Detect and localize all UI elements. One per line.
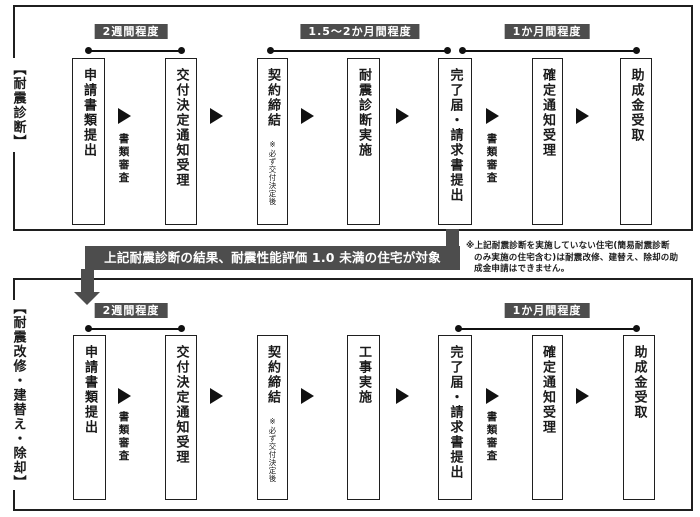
flow-arrow-icon bbox=[576, 108, 589, 124]
timeline-dot bbox=[85, 47, 92, 54]
timeline-dot bbox=[633, 325, 640, 332]
timeline-dot bbox=[444, 47, 451, 54]
step-label: 契約締結 ※必ず交付決定後 bbox=[265, 345, 280, 483]
flow-arrow-icon bbox=[486, 388, 499, 404]
step-label: 申請書類提出 bbox=[81, 68, 96, 158]
step-label: 耐震診断実施 bbox=[356, 68, 371, 158]
contract-note: ※必ず交付決定後 bbox=[268, 140, 277, 206]
flow-arrow-icon bbox=[486, 108, 499, 124]
diagnosis-review-label-2: 書類審査 bbox=[485, 133, 498, 185]
step-label: 確定通知受理 bbox=[540, 345, 555, 435]
retrofit-duration-2: 1か月間程度 bbox=[504, 303, 590, 318]
flow-arrow-icon bbox=[396, 388, 409, 404]
flow-arrow-icon bbox=[396, 108, 409, 124]
step-label: 交付決定通知受理 bbox=[173, 345, 189, 465]
flow-arrow-icon bbox=[576, 388, 589, 404]
timeline-dot bbox=[85, 325, 92, 332]
retrofit-step-contract: 契約締結 ※必ず交付決定後 bbox=[257, 335, 288, 500]
diagnosis-duration-1: 2週間程度 bbox=[94, 24, 168, 39]
timeline-dot bbox=[633, 47, 640, 54]
retrofit-step-application: 申請書類提出 bbox=[73, 335, 106, 500]
flow-arrow-icon bbox=[210, 388, 223, 404]
step-label: 助成金受取 bbox=[631, 345, 647, 420]
retrofit-step-final-notice: 確定通知受理 bbox=[532, 335, 563, 500]
contract-note: ※必ず交付決定後 bbox=[268, 417, 277, 483]
down-arrow-shaft bbox=[81, 269, 94, 293]
retrofit-review-label-2: 書類審査 bbox=[485, 411, 498, 463]
timeline-line bbox=[88, 327, 182, 330]
flow-arrow-icon bbox=[118, 108, 131, 124]
step-label: 申請書類提出 bbox=[82, 345, 97, 435]
diagnosis-duration-2: 1.5〜2か月間程度 bbox=[300, 24, 420, 39]
diagnosis-step-grant-notice: 交付決定通知受理 bbox=[165, 58, 197, 225]
diagnosis-review-label-1: 書類審査 bbox=[117, 133, 130, 185]
timeline-dot bbox=[455, 325, 462, 332]
retrofit-timeline-2 bbox=[455, 325, 640, 332]
down-arrow-icon bbox=[74, 292, 100, 305]
timeline-line bbox=[270, 49, 448, 52]
timeline-dot bbox=[178, 325, 185, 332]
timeline-line bbox=[88, 49, 182, 52]
flow-arrow-icon bbox=[301, 108, 314, 124]
timeline-dot bbox=[459, 47, 466, 54]
diagnosis-step-receive-grant: 助成金受取 bbox=[620, 58, 652, 225]
step-label: 助成金受取 bbox=[628, 68, 644, 143]
retrofit-step-construction: 工事実施 bbox=[347, 335, 380, 500]
footnote: ※上記耐震診断を実施していない住宅(簡易耐震診断 のみ実施の住宅含む)は耐震改修… bbox=[466, 241, 696, 276]
diagnosis-step-diagnosis-exec: 耐震診断実施 bbox=[347, 58, 380, 225]
flow-arrow-icon bbox=[210, 108, 223, 124]
footnote-line-3: 成金申請はできません。 bbox=[474, 264, 570, 274]
retrofit-step-grant-notice: 交付決定通知受理 bbox=[165, 335, 197, 500]
step-label: 工事実施 bbox=[356, 345, 371, 405]
timeline-line bbox=[462, 49, 637, 52]
retrofit-review-label-1: 書類審査 bbox=[117, 411, 130, 463]
step-label: 完了届・請求書提出 bbox=[447, 68, 463, 203]
footnote-line-1: ※上記耐震診断を実施していない住宅(簡易耐震診断 bbox=[466, 241, 670, 251]
flow-arrow-icon bbox=[118, 388, 131, 404]
diagnosis-section-label-text: 【耐震診断】 bbox=[10, 61, 26, 149]
diagnosis-section-label: 【耐震診断】 bbox=[5, 58, 31, 152]
retrofit-section-label: 【耐震改修・建替え・除却】 bbox=[5, 300, 31, 490]
eligibility-banner: 上記耐震診断の結果、耐震性能評価 1.0 未満の住宅が対象 bbox=[85, 246, 460, 270]
timeline-line bbox=[458, 327, 637, 330]
retrofit-step-completion-invoice: 完了届・請求書提出 bbox=[438, 335, 472, 500]
diagnosis-timeline-1 bbox=[85, 47, 185, 54]
step-label: 契約締結 ※必ず交付決定後 bbox=[265, 68, 280, 206]
diagnosis-timeline-3 bbox=[459, 47, 640, 54]
diagnosis-duration-3: 1か月間程度 bbox=[504, 24, 590, 39]
retrofit-timeline-1 bbox=[85, 325, 185, 332]
timeline-dot bbox=[178, 47, 185, 54]
footnote-line-2: のみ実施の住宅含む)は耐震改修、建替え、除却の助 bbox=[474, 252, 679, 263]
diagnosis-step-completion-invoice: 完了届・請求書提出 bbox=[438, 58, 472, 225]
step-label: 交付決定通知受理 bbox=[173, 68, 189, 188]
diagnosis-step-final-notice: 確定通知受理 bbox=[532, 58, 563, 225]
diagnosis-step-contract: 契約締結 ※必ず交付決定後 bbox=[257, 58, 288, 225]
step-label: 確定通知受理 bbox=[540, 68, 555, 158]
retrofit-step-receive-grant: 助成金受取 bbox=[623, 335, 655, 500]
step-label-main: 契約締結 bbox=[265, 345, 280, 405]
diagnosis-step-application: 申請書類提出 bbox=[72, 58, 105, 225]
retrofit-duration-1: 2週間程度 bbox=[94, 303, 168, 318]
step-label-main: 契約締結 bbox=[265, 68, 280, 128]
diagnosis-timeline-2 bbox=[267, 47, 451, 54]
timeline-dot bbox=[267, 47, 274, 54]
retrofit-section-label-text: 【耐震改修・建替え・除却】 bbox=[10, 300, 26, 490]
step-label: 完了届・請求書提出 bbox=[447, 345, 463, 480]
flow-arrow-icon bbox=[301, 388, 314, 404]
frame-to-banner-connector bbox=[446, 229, 459, 247]
